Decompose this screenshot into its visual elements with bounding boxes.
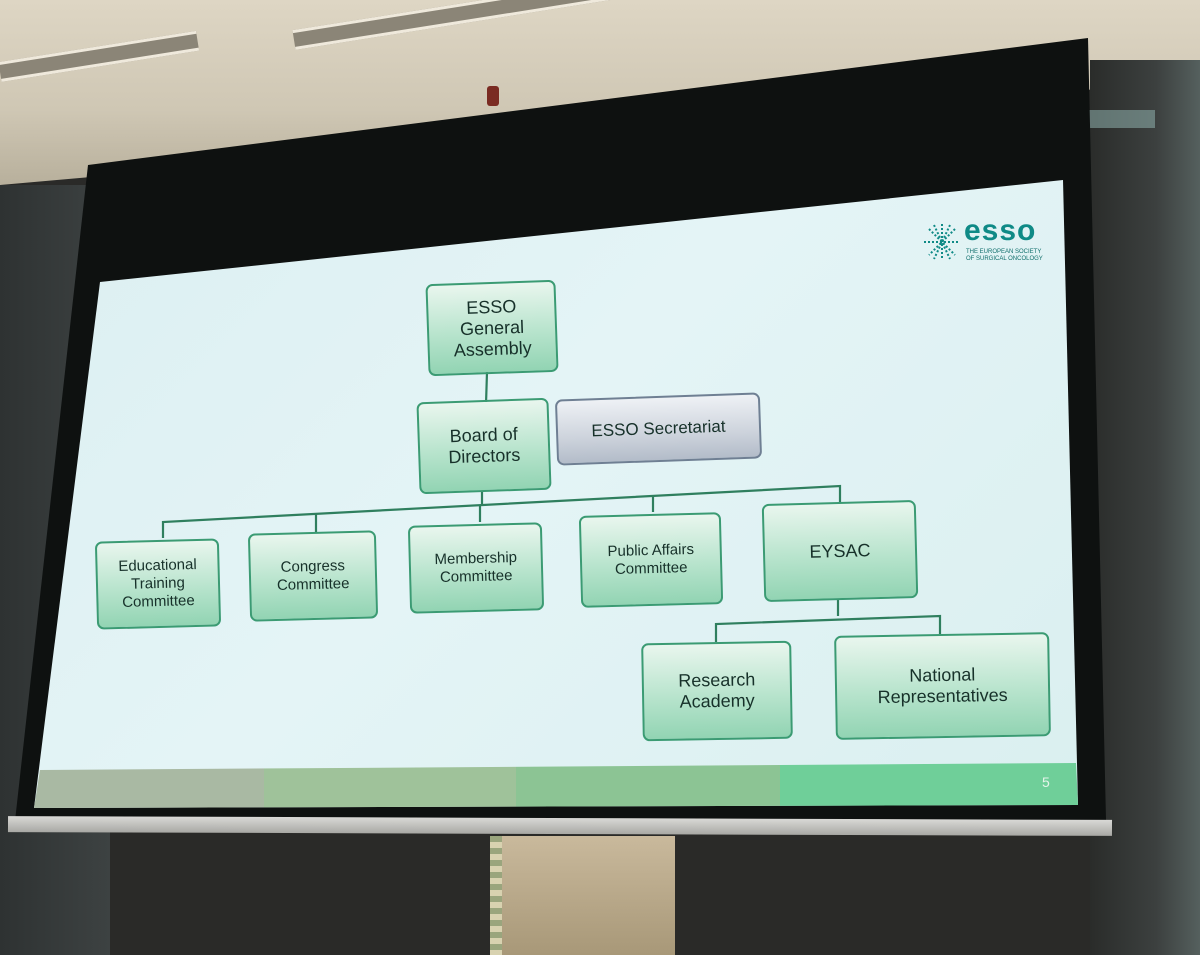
slide-page-number: 5 bbox=[1042, 774, 1050, 790]
node-board-of-directors: Board of Directors bbox=[416, 397, 552, 495]
connector-committee-bus bbox=[161, 484, 842, 538]
right-wall bbox=[1090, 60, 1200, 955]
node-national-representatives: National Representatives bbox=[834, 632, 1051, 740]
node-membership-label: Membership Committee bbox=[434, 548, 518, 586]
node-general-assembly: ESSO General Assembly bbox=[425, 279, 559, 377]
node-membership: Membership Committee bbox=[407, 522, 545, 614]
window-strip bbox=[1085, 110, 1155, 128]
node-congress-label: Congress Committee bbox=[276, 557, 350, 594]
connector-eysac-children bbox=[714, 614, 942, 642]
node-public-affairs: Public Affairs Committee bbox=[578, 512, 724, 608]
node-secretariat-label: ESSO Secretariat bbox=[591, 416, 726, 441]
connector-assembly-board bbox=[484, 371, 489, 405]
esso-logo-mark-icon bbox=[924, 224, 960, 260]
ceiling-sensor bbox=[487, 86, 499, 106]
node-eysac-label: EYSAC bbox=[809, 539, 871, 562]
node-research-academy: Research Academy bbox=[641, 640, 793, 742]
logo-wordmark: esso bbox=[964, 214, 1037, 247]
node-eysac: EYSAC bbox=[761, 500, 919, 602]
node-research-label: Research Academy bbox=[678, 669, 756, 712]
node-educational-training: Educational Training Committee bbox=[94, 538, 222, 630]
node-public-affairs-label: Public Affairs Committee bbox=[607, 540, 695, 578]
node-board-label: Board of Directors bbox=[448, 423, 521, 468]
node-congress: Congress Committee bbox=[247, 530, 379, 622]
floor-panel bbox=[490, 836, 675, 955]
node-secretariat: ESSO Secretariat bbox=[554, 392, 763, 466]
esso-logo: esso The European Society of Surgical On… bbox=[922, 214, 1043, 266]
node-educational-label: Educational Training Committee bbox=[118, 555, 197, 611]
logo-tagline: The European Society of Surgical Oncolog… bbox=[966, 249, 1043, 262]
node-national-label: National Representatives bbox=[877, 664, 1008, 708]
node-general-assembly-label: ESSO General Assembly bbox=[453, 295, 533, 360]
